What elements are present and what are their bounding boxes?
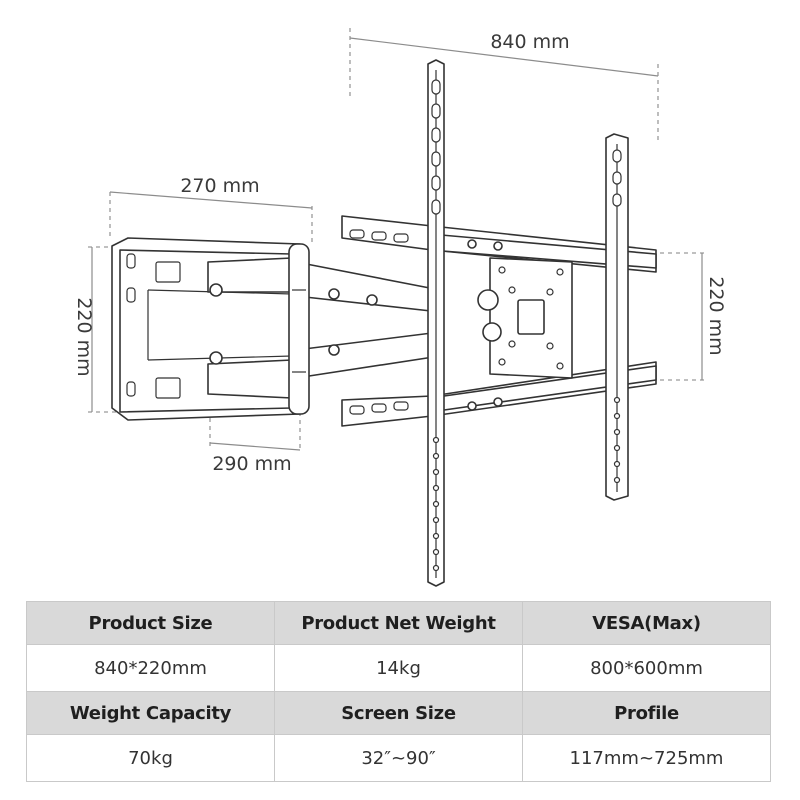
vertical-bar-left: [427, 59, 445, 587]
dimension-overall-width: 840 mm: [349, 28, 659, 142]
arm-length-label: 270 mm: [180, 175, 259, 197]
spec-table: Product Size Product Net Weight VESA(Max…: [26, 601, 771, 782]
value-screen-size: 32″~90″: [274, 734, 523, 782]
header-product-size: Product Size: [26, 601, 275, 645]
header-product-net-weight: Product Net Weight: [274, 601, 523, 645]
wall-plate-height-label: 220 mm: [73, 297, 95, 376]
value-product-size: 840*220mm: [26, 644, 275, 692]
articulating-arms: [207, 243, 441, 415]
value-weight-capacity: 70kg: [26, 734, 275, 782]
spec-header-row: Weight Capacity Screen Size Profile: [26, 691, 771, 735]
dimension-arm-length: 270 mm: [109, 175, 313, 244]
spec-value-row: 840*220mm 14kg 800*600mm: [26, 644, 771, 692]
header-vesa-max: VESA(Max): [522, 601, 771, 645]
spec-value-row: 70kg 32″~90″ 117mm~725mm: [26, 734, 771, 782]
header-weight-capacity: Weight Capacity: [26, 691, 275, 735]
arm-extension-label: 290 mm: [212, 453, 291, 475]
dimension-bracket-height: 220 mm: [660, 252, 727, 381]
value-profile: 117mm~725mm: [522, 734, 771, 782]
center-plate: [477, 257, 573, 379]
value-product-net-weight: 14kg: [274, 644, 523, 692]
value-vesa-max: 800*600mm: [522, 644, 771, 692]
header-profile: Profile: [522, 691, 771, 735]
vertical-bar-right: [605, 133, 629, 501]
tv-mount-diagram: 840 mm 270 mm 220 mm 290 mm 220 mm: [73, 28, 727, 587]
overall-width-label: 840 mm: [490, 31, 569, 53]
header-screen-size: Screen Size: [274, 691, 523, 735]
bracket-height-label: 220 mm: [705, 276, 727, 355]
dimension-arm-extension: 290 mm: [209, 402, 301, 475]
spec-header-row: Product Size Product Net Weight VESA(Max…: [26, 601, 771, 645]
horizontal-rails: [341, 215, 657, 427]
